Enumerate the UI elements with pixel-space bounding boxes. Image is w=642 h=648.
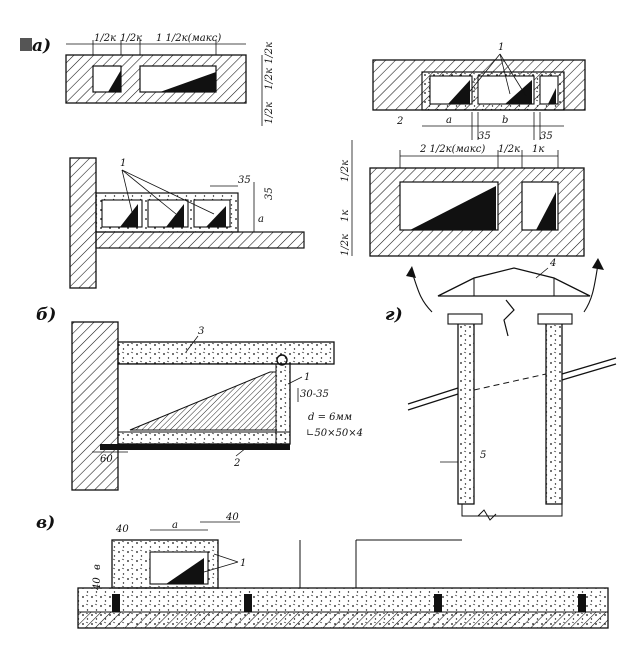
- callout-1: 1: [498, 42, 504, 53]
- wall-vertical: [71, 321, 119, 491]
- dim-label: 1/2к: [264, 102, 275, 124]
- air-flow-right: [583, 263, 599, 313]
- dim-label: a: [258, 214, 264, 225]
- dim-v: в: [92, 564, 103, 570]
- label-2: 2: [396, 116, 403, 127]
- panel-label-g: г): [385, 305, 403, 325]
- duct-side: [275, 363, 291, 445]
- dim-label: b: [502, 115, 508, 126]
- panel-b: 3 1 30-35 d = 6мм ∟50×50×4 2 60: [71, 321, 363, 491]
- panel-v: a 40 40 в 40 1: [77, 512, 609, 629]
- air-flow-left: [411, 271, 433, 313]
- label-3: 3: [198, 326, 204, 337]
- panel-label-v: в): [36, 513, 55, 533]
- floor-base: [77, 611, 609, 629]
- ceiling-slab: [117, 341, 335, 365]
- panel-g: 4 5: [406, 258, 617, 521]
- soot-deposit: [505, 80, 532, 104]
- steel-angle: [100, 444, 290, 450]
- wall-vertical: [69, 157, 97, 289]
- chimney-cap-left: [447, 313, 483, 325]
- panel-a-mid-left: 1 35 35 a: [69, 157, 305, 289]
- dim-5: 5: [480, 450, 486, 461]
- dim-label: 1/2к: [340, 160, 351, 182]
- chimney-wall-right: [545, 317, 563, 505]
- dim-label: 2 1/2к(макс): [419, 144, 485, 155]
- dim-label: 1/2к: [94, 33, 116, 44]
- chimney-base: [461, 504, 563, 517]
- soot-deposit: [108, 70, 121, 92]
- dim-label: 1 1/2к(макс): [156, 33, 221, 44]
- dim-label: 1/2к: [264, 42, 275, 64]
- dim-40a: 40: [115, 524, 129, 535]
- dim-d: d = 6мм: [308, 412, 352, 423]
- dim-60: 60: [100, 454, 113, 465]
- dim-label: 1/2к: [120, 33, 142, 44]
- roof-line: [407, 387, 459, 405]
- dim-label: 35: [478, 131, 491, 142]
- dim-label: 1к: [340, 210, 351, 222]
- label-2: 2: [233, 458, 240, 469]
- deflector-cap: [437, 267, 591, 297]
- duct-bottom: [117, 431, 291, 445]
- dim-label: 35: [264, 187, 275, 200]
- chimney-wall-left: [457, 317, 475, 505]
- label-4: 4: [549, 258, 556, 269]
- dim-40b: 40: [225, 512, 239, 523]
- panel-a-marker: [20, 38, 32, 51]
- panel-labels: а) б) в) г): [20, 36, 403, 533]
- roof-hidden-line: [473, 373, 547, 391]
- soot-deposit: [160, 72, 216, 92]
- panel-a-mid-right: 2 1/2к(макс) 1/2к 1к 1/2к 1к 1/2к: [340, 140, 585, 257]
- soot-deposit: [448, 80, 470, 104]
- callout-1: 1: [120, 158, 126, 169]
- floor-slab: [95, 231, 305, 249]
- dim-40c: 40: [92, 577, 103, 591]
- dim-a: a: [172, 520, 178, 531]
- dim-label: 35: [238, 175, 251, 186]
- panel-label-a: а): [32, 36, 51, 56]
- dim-label: 1/2к: [498, 144, 520, 155]
- dim-label: 35: [540, 131, 553, 142]
- dim-label: a: [446, 115, 452, 126]
- label-1: 1: [304, 372, 310, 383]
- dim-label: 1к: [532, 144, 544, 155]
- smoke-arrow: [503, 299, 515, 337]
- dim-label: 1/2к: [264, 68, 275, 90]
- panel-label-b: б): [36, 305, 56, 325]
- callout-1: 1: [240, 558, 246, 569]
- panel-a-top-left: 1/2к 1/2к 1 1/2к(макс) 1/2к 1/2к 1/2к: [65, 33, 275, 126]
- panel-a-top-right: 1 2 a b 35 35: [372, 42, 586, 142]
- dim-angle: ∟50×50×4: [306, 428, 363, 439]
- chimney-cap-right: [537, 313, 573, 325]
- dim-gap: 30-35: [300, 389, 329, 400]
- dim-label: 1/2к: [340, 234, 351, 256]
